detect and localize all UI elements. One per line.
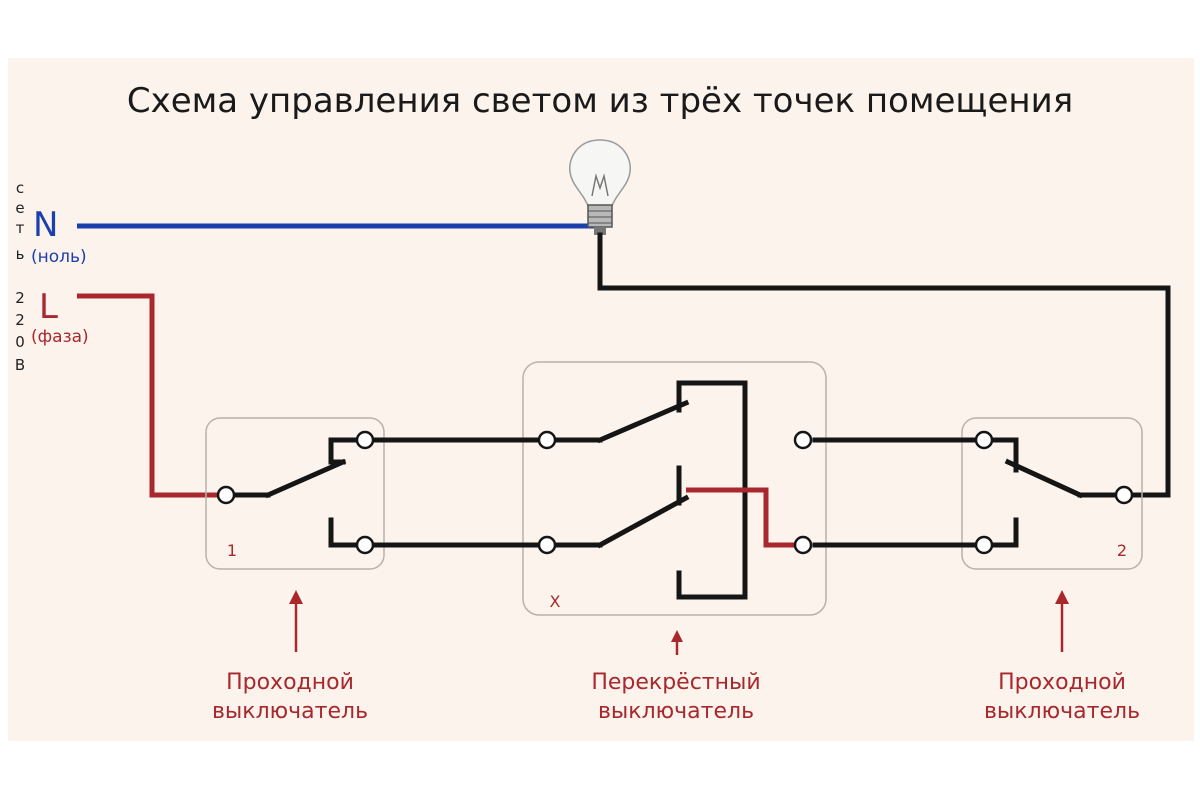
lamp-wire xyxy=(597,232,1171,498)
phase-wire xyxy=(77,293,222,498)
caption-right-line2: выключатель xyxy=(984,699,1140,724)
cross-switch-mechanism xyxy=(555,380,795,600)
switch-2-mechanism xyxy=(989,437,1118,548)
switch-1-number: 1 xyxy=(227,541,237,560)
arrow-up-icon xyxy=(289,590,303,652)
side-letter: ь xyxy=(16,245,25,263)
neutral-letter: N xyxy=(33,205,58,245)
neutral-label: (ноль) xyxy=(31,247,87,267)
switch-1-mechanism xyxy=(229,437,358,548)
side-letter: е xyxy=(15,199,24,217)
caption-left-line1: Проходной xyxy=(226,670,354,695)
phase-letter: L xyxy=(39,287,58,327)
side-letter: 0 xyxy=(15,333,25,351)
caption-center-line1: Перекрёстный xyxy=(591,670,760,695)
diagram-title: Схема управления светом из трёх точек по… xyxy=(127,81,1073,121)
terminals xyxy=(216,430,1134,555)
side-letter: 2 xyxy=(15,311,25,329)
light-bulb-icon xyxy=(569,139,631,235)
network-side-text: с е т ь 2 2 0 В xyxy=(15,179,25,374)
side-letter: т xyxy=(16,219,25,237)
switch-2-number: 2 xyxy=(1117,541,1127,560)
arrow-up-icon xyxy=(1055,590,1069,652)
caption-right-line1: Проходной xyxy=(998,670,1126,695)
arrow-up-icon xyxy=(671,630,683,655)
caption-center-line2: выключатель xyxy=(598,699,754,724)
switch-1-box xyxy=(205,417,385,570)
cross-switch-box xyxy=(522,361,827,616)
side-letter: с xyxy=(16,179,24,197)
side-letter: В xyxy=(15,356,25,374)
switch-2-box xyxy=(961,417,1143,570)
caption-left-line2: выключатель xyxy=(212,699,368,724)
phase-label: (фаза) xyxy=(31,327,89,347)
cross-switch-mark: X xyxy=(550,592,561,611)
side-letter: 2 xyxy=(15,289,25,307)
